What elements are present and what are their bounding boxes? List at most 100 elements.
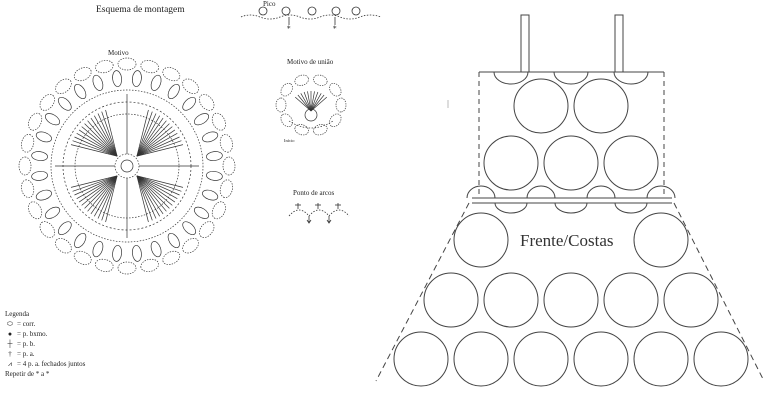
svg-text:*: *	[333, 25, 337, 33]
legend-repeat-note: Repetir de * a *	[5, 370, 50, 378]
partial-motif	[613, 71, 649, 85]
petal	[150, 74, 162, 91]
union-stitch	[294, 96, 312, 112]
pico-label: Pico	[263, 0, 276, 8]
fan-stitch	[74, 175, 118, 196]
single-crochet-icon: ┼	[7, 340, 13, 348]
fan-stitch	[87, 120, 118, 157]
petal	[35, 131, 52, 143]
union-stitch	[310, 96, 328, 112]
outer-scallop	[140, 258, 159, 272]
motif-circle	[423, 272, 479, 328]
fan-stitch	[84, 123, 118, 157]
fan-stitch	[105, 175, 118, 223]
legend-item: ● = p. bxmo.	[5, 329, 85, 339]
petal	[182, 221, 197, 236]
outer-scallop	[73, 250, 92, 265]
dress-schematic	[375, 14, 765, 382]
union-stitch	[297, 94, 312, 112]
fan-stitch	[101, 175, 118, 221]
motif-circle	[483, 135, 539, 191]
fan-stitch	[81, 126, 118, 157]
motif-circle	[513, 78, 569, 134]
petal	[44, 113, 61, 126]
petal	[112, 245, 123, 262]
union-stitch	[300, 93, 312, 112]
page-title: Esquema de montagem	[96, 5, 185, 15]
fan-stitch	[136, 111, 153, 157]
union-scallop	[313, 124, 328, 136]
outer-scallop	[18, 156, 32, 176]
outer-scallop	[95, 60, 114, 74]
outer-scallop	[211, 112, 226, 131]
left-strap	[520, 14, 530, 73]
fan-stitch	[136, 136, 180, 157]
union-center	[304, 108, 318, 122]
petal	[202, 131, 219, 143]
outer-scallop	[28, 112, 43, 131]
outer-scallop	[211, 201, 226, 220]
motif-circle	[573, 78, 629, 134]
union-stitch	[310, 94, 325, 112]
motif-circle	[483, 272, 539, 328]
union-scallop	[275, 97, 287, 113]
petal	[206, 151, 223, 162]
motif-circle	[513, 331, 569, 387]
fan-stitch	[136, 115, 161, 157]
outer-scallop	[55, 78, 72, 94]
fan-stitch	[136, 175, 149, 223]
outer-scallop	[28, 201, 43, 220]
motivo-diagram	[18, 57, 236, 275]
legend-item-text: = corr.	[17, 320, 36, 328]
outer-scallop	[140, 60, 159, 74]
outer-scallop	[219, 134, 233, 153]
fan-stitch	[93, 115, 118, 157]
petal	[112, 70, 123, 87]
partial-motif	[614, 202, 648, 214]
legend-item-text: = p. bxmo.	[17, 330, 48, 338]
fan-stitch	[136, 175, 184, 188]
partial-motif	[646, 185, 676, 199]
petal	[74, 83, 87, 100]
motif-circle	[543, 135, 599, 191]
fan-stitch	[78, 175, 118, 203]
slip-stitch-icon: ●	[7, 330, 13, 338]
union-base	[288, 120, 334, 129]
petal	[31, 151, 48, 162]
motif-circle	[633, 331, 689, 387]
outer-scallop	[222, 156, 236, 176]
fan-stitch	[136, 129, 176, 157]
fan-stitch	[136, 140, 182, 157]
union-stitch	[310, 91, 315, 112]
legend-item: ⬭ = corr.	[5, 319, 85, 329]
partial-motif	[526, 185, 556, 199]
petal	[193, 113, 210, 126]
outer-scallop	[162, 250, 181, 265]
petal	[44, 206, 61, 219]
frente-costas-label: Frente/Costas	[520, 231, 614, 250]
fan-stitch	[93, 175, 118, 217]
union-scallop	[280, 82, 293, 97]
petal	[57, 96, 72, 111]
partial-motif	[554, 202, 588, 214]
outer-scallop	[95, 258, 114, 272]
legend-item: ┼ = p. b.	[5, 339, 85, 349]
fan-stitch	[136, 117, 164, 157]
motif-circle	[453, 331, 509, 387]
fan-stitch	[72, 140, 118, 157]
fan-stitch	[136, 126, 173, 157]
legend: Legenda ⬭ = corr. ● = p. bxmo. ┼ = p. b.…	[5, 309, 85, 379]
union-scallop	[294, 74, 309, 86]
outer-scallop	[21, 179, 35, 198]
fan-stitch	[136, 175, 170, 209]
petal	[167, 83, 180, 100]
motivo-uniao-label: Motivo de união	[287, 58, 334, 66]
round-ring	[50, 89, 204, 243]
outer-scallop	[39, 221, 55, 238]
fan-stitch	[136, 144, 184, 157]
cluster-icon: ⩘	[8, 360, 12, 368]
fan-stitch	[76, 132, 118, 157]
fan-stitch	[76, 175, 118, 200]
motif-circle	[603, 135, 659, 191]
